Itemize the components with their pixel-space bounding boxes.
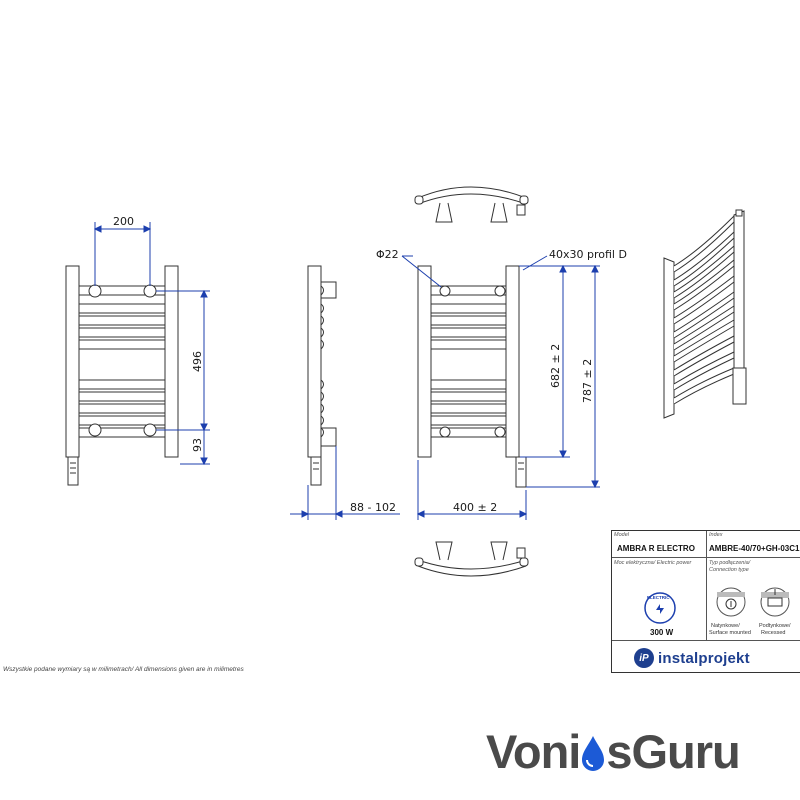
side-bar-7 — [320, 391, 324, 402]
dim-682-787-lines — [519, 264, 600, 489]
main-bar-4 — [430, 327, 507, 338]
front-bar-3 — [78, 315, 166, 326]
power-cell: Moc elektryczna/ Electric power ELECTRIC… — [612, 558, 707, 641]
main-front-view — [417, 265, 527, 488]
side-bar-3 — [320, 315, 324, 326]
power-label: Moc elektryczna/ Electric power — [614, 560, 692, 566]
persp-bar-3 — [673, 244, 735, 299]
main-bar-3 — [430, 315, 507, 326]
side-view — [307, 265, 337, 486]
main-bar-2 — [430, 303, 507, 314]
front-bar-5 — [78, 339, 166, 350]
dim-88-102-text: 88 - 102 — [350, 501, 396, 514]
dim-682-text: 682 ± 2 — [549, 344, 562, 388]
electric-icon — [644, 592, 676, 624]
logo-mark: iP — [634, 648, 654, 668]
persp-bar-10 — [673, 351, 735, 391]
dim-400-line — [416, 460, 528, 520]
persp-bar-2 — [673, 230, 735, 287]
connection-cell: Typ podłączenia/ Connection type Natynko… — [707, 558, 800, 641]
front-bar-9 — [78, 415, 166, 426]
persp-bar-7 — [673, 305, 735, 351]
main-bar-8 — [430, 403, 507, 414]
persp-bar-4 — [673, 258, 735, 311]
main-bar-9 — [430, 415, 507, 426]
index-cell: Index AMBRE-40/70+GH-03C1 — [707, 531, 800, 558]
units-note: Wszystkie podane wymiary są w milimetrac… — [3, 666, 244, 673]
brand-part2: sGuru — [606, 725, 740, 778]
side-bar-4 — [320, 327, 324, 338]
dim-496-text: 496 — [191, 351, 204, 372]
index-label: Index — [709, 532, 723, 538]
dim-200-line — [93, 222, 152, 286]
dim-400-text: 400 ± 2 — [453, 501, 497, 514]
recessed-pl: Podtynkowe/ — [759, 623, 791, 629]
top-view — [414, 186, 529, 223]
dim-200-text: 200 — [113, 215, 134, 228]
main-bar-6 — [430, 379, 507, 390]
side-bar-1 — [320, 285, 324, 296]
power-value: 300 W — [650, 628, 674, 637]
model-label: Model — [614, 532, 629, 538]
dim-93-text: 93 — [191, 438, 204, 452]
model-value: AMBRA R ELECTRO — [617, 544, 695, 553]
side-bar-8 — [320, 403, 324, 414]
main-bar-7 — [430, 391, 507, 402]
bottom-view — [414, 541, 529, 577]
logo-text: instalprojekt — [658, 649, 750, 667]
persp-bar-8 — [673, 319, 735, 363]
side-bar-6 — [320, 379, 324, 390]
side-bar-5 — [320, 339, 324, 350]
drop-icon — [580, 724, 606, 779]
voniosguru-watermark: Voni sGuru — [486, 724, 741, 779]
side-bar-10 — [320, 427, 324, 438]
brand-part1: Voni — [486, 725, 581, 778]
model-cell: Model AMBRA R ELECTRO — [612, 531, 707, 558]
main-bar-10 — [430, 427, 507, 438]
front-bar-6 — [78, 379, 166, 390]
front-bar-4 — [78, 327, 166, 338]
dim-88-102-line — [290, 446, 400, 520]
recessed-en: Recessed — [761, 630, 786, 636]
dim-787-text: 787 ± 2 — [581, 359, 594, 403]
dim-496-line — [156, 289, 210, 466]
index-value: AMBRE-40/70+GH-03C1 — [709, 544, 800, 553]
front-bar-2 — [78, 303, 166, 314]
main-bar-1 — [430, 285, 507, 296]
connection-label: Typ podłączenia/ — [709, 560, 751, 566]
front-bar-7 — [78, 391, 166, 402]
persp-bar-1 — [673, 214, 735, 273]
persp-bar-9 — [673, 335, 735, 377]
profile-text: 40x30 profil D — [549, 248, 627, 261]
side-bar-2 — [320, 303, 324, 314]
main-bar-5 — [430, 339, 507, 350]
persp-bar-5 — [673, 274, 735, 325]
side-bar-9 — [320, 415, 324, 426]
dim-phi22-text: Φ22 — [376, 248, 399, 261]
instalprojekt-logo: iP instalprojekt — [634, 648, 750, 668]
recessed-icon — [760, 587, 790, 617]
surface-mounted-icon — [716, 587, 746, 617]
electric-badge: ELECTRIC — [647, 595, 670, 600]
connection-label-en: Connection type — [709, 567, 749, 573]
surface-pl: Natynkowe/ — [711, 623, 740, 629]
persp-bar-6 — [673, 291, 735, 339]
front-bar-8 — [78, 403, 166, 414]
front-view — [65, 265, 179, 486]
surface-en: Surface mounted — [709, 630, 751, 636]
perspective-view — [663, 209, 747, 419]
front-bar-10 — [78, 427, 166, 438]
